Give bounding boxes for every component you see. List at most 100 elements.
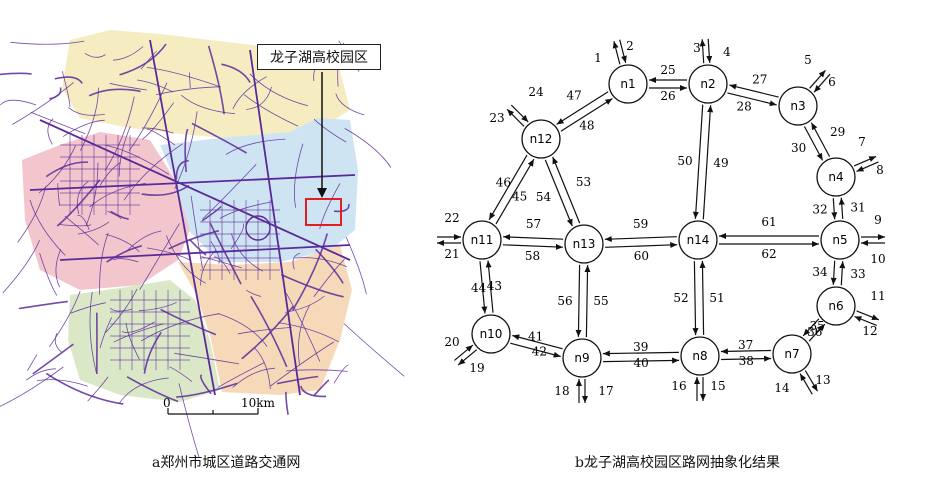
edge-label-8: 8 bbox=[876, 163, 884, 177]
node-label: n11 bbox=[471, 233, 494, 247]
road-segment bbox=[201, 256, 242, 269]
edge-label-2: 2 bbox=[626, 39, 634, 53]
node-n8: n8 bbox=[680, 336, 720, 376]
edge-7 bbox=[853, 155, 877, 167]
road-segment bbox=[45, 372, 124, 405]
edge-58 bbox=[502, 243, 563, 250]
edge-label-52: 52 bbox=[673, 291, 688, 305]
road-segment bbox=[17, 186, 46, 243]
road-segment bbox=[201, 206, 222, 222]
node-circle bbox=[778, 86, 818, 126]
road-segment bbox=[0, 72, 32, 76]
edge-label-7: 7 bbox=[858, 135, 866, 149]
edge-label-24: 24 bbox=[528, 85, 544, 99]
road-segment bbox=[56, 179, 101, 227]
edge-41 bbox=[512, 334, 563, 350]
road-segment bbox=[315, 248, 344, 284]
road-segment bbox=[107, 210, 122, 220]
node-circle bbox=[471, 314, 511, 354]
road-segment bbox=[118, 377, 169, 404]
edge-label-21: 21 bbox=[444, 247, 459, 261]
road-segment bbox=[176, 382, 238, 398]
edge-5 bbox=[809, 69, 826, 89]
road-segment bbox=[70, 302, 106, 314]
road-segment bbox=[0, 366, 64, 407]
edge-38 bbox=[721, 355, 772, 362]
edge-31 bbox=[838, 197, 845, 219]
node-circle bbox=[816, 286, 856, 326]
edge-label-56: 56 bbox=[557, 294, 572, 308]
road-segment bbox=[217, 362, 265, 388]
edge-30 bbox=[803, 126, 824, 161]
edge-20 bbox=[457, 349, 478, 366]
edge-8 bbox=[856, 161, 879, 172]
node-label: n8 bbox=[692, 349, 707, 363]
main-road bbox=[39, 119, 351, 261]
edge-label-27: 27 bbox=[752, 72, 767, 86]
road-segment bbox=[141, 184, 190, 196]
edge-label-40: 40 bbox=[634, 356, 649, 370]
road-segment bbox=[30, 111, 86, 135]
edge-label-41: 41 bbox=[528, 329, 543, 343]
edge-label-31: 31 bbox=[850, 201, 865, 215]
main-road bbox=[149, 39, 216, 396]
road-segment bbox=[147, 128, 176, 146]
road-segment bbox=[118, 126, 131, 177]
road-segment bbox=[291, 233, 329, 311]
edge-label-45: 45 bbox=[512, 190, 527, 204]
edge-label-62: 62 bbox=[761, 247, 776, 261]
node-circle bbox=[678, 220, 718, 260]
edge-2 bbox=[612, 41, 621, 65]
edge-label-22: 22 bbox=[444, 211, 459, 225]
road-segment bbox=[39, 252, 58, 296]
edge-label-20: 20 bbox=[444, 335, 459, 349]
node-label: n6 bbox=[828, 299, 843, 313]
node-n14: n14 bbox=[678, 220, 718, 260]
node-label: n10 bbox=[480, 327, 503, 341]
road-segment bbox=[45, 161, 89, 178]
road-segment bbox=[2, 239, 40, 294]
edge-label-50: 50 bbox=[677, 154, 692, 168]
scale-zero: 0 bbox=[163, 396, 171, 410]
road-segment bbox=[191, 122, 247, 154]
edge-50 bbox=[692, 104, 704, 219]
edge-label-44: 44 bbox=[471, 281, 487, 295]
edge-label-48: 48 bbox=[579, 119, 594, 133]
road-segment bbox=[202, 164, 257, 220]
edge-label-37: 37 bbox=[738, 338, 753, 352]
edge-11 bbox=[854, 315, 877, 326]
node-label: n1 bbox=[620, 77, 635, 91]
node-circle bbox=[772, 334, 812, 374]
road-segment bbox=[138, 301, 177, 312]
road-network bbox=[0, 39, 405, 458]
node-circle bbox=[521, 119, 561, 159]
road-segment bbox=[136, 79, 174, 93]
road-segment bbox=[292, 252, 301, 270]
edge-44 bbox=[479, 261, 488, 314]
road-segment bbox=[55, 249, 62, 288]
edge-label-9: 9 bbox=[874, 213, 882, 227]
road-segment bbox=[89, 292, 97, 372]
road-segment bbox=[76, 180, 89, 214]
road-segment bbox=[87, 376, 109, 402]
road-segment bbox=[169, 366, 193, 382]
caption-b: b龙子湖高校园区路网抽象化结果 bbox=[575, 455, 780, 471]
edge-54 bbox=[544, 159, 573, 227]
node-circle bbox=[688, 64, 728, 104]
node-n11: n11 bbox=[462, 220, 502, 260]
road-segment bbox=[36, 379, 88, 387]
edge-label-5: 5 bbox=[804, 53, 812, 67]
edge-23 bbox=[506, 108, 525, 127]
edge-label-54: 54 bbox=[536, 190, 552, 204]
road-segment bbox=[299, 385, 327, 398]
node-n3: n3 bbox=[778, 86, 818, 126]
road-segment bbox=[319, 183, 341, 230]
scale-bar: 0 10km bbox=[163, 396, 276, 415]
edge-14 bbox=[804, 370, 819, 392]
main-road bbox=[249, 49, 301, 396]
node-label: n12 bbox=[530, 132, 553, 146]
road-segment bbox=[12, 82, 74, 125]
edge-label-43: 43 bbox=[487, 279, 502, 293]
